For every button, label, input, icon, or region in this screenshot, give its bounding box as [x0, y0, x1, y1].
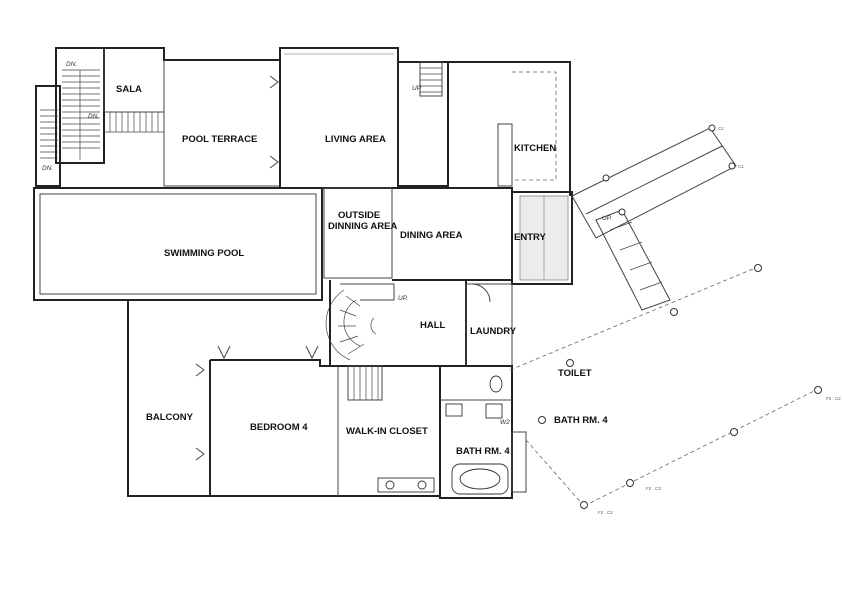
grid-lines: TOILET BATH RM. 4 F2 . C2 F2 . C3 F2 . C… — [509, 264, 841, 515]
label-outside-dining-1: OUTSIDE — [338, 210, 380, 221]
toilet-bath-zone: W2 BATH RM. 4 — [439, 365, 527, 499]
upper-house-walls: POOL TERRACE LIVING AREA — [104, 47, 449, 189]
label-dining-area: DINING AREA — [400, 230, 463, 241]
grid-tag-top-1: C1 — [718, 126, 724, 131]
grid-tag-bottom-2: F2 . C3 — [646, 486, 661, 491]
swimming-pool: SWIMMING POOL — [33, 187, 323, 301]
label-hall: HALL — [420, 320, 446, 331]
label-entry: ENTRY — [514, 232, 547, 243]
stair-note-up-hall: UP. — [398, 295, 408, 302]
grid-tag-top-2: C1 — [738, 164, 744, 169]
label-toilet: TOILET — [558, 368, 592, 379]
label-laundry: LAUNDRY — [470, 326, 517, 337]
stair-note-dn-bottom: DN. — [42, 165, 53, 172]
kitchen-room: KITCHEN — [448, 61, 571, 196]
label-balcony: BALCONY — [146, 412, 194, 423]
stair-note-up-kitchen: UP — [412, 85, 422, 92]
entry-room: ENTRY — [511, 191, 573, 285]
label-pool-terrace: POOL TERRACE — [182, 134, 257, 145]
fixture-tag-w2: W2 — [500, 419, 510, 426]
stair-note-dn-mid: DN. — [88, 113, 99, 120]
sala-room: SALA — [103, 47, 165, 133]
label-living-area: LIVING AREA — [325, 134, 386, 145]
exterior-stair: UP. C1 C1 — [571, 124, 744, 311]
dining-zone: OUTSIDE DINNING AREA DINING AREA — [323, 187, 513, 281]
bedroom-wing: BALCONY BEDROOM 4 WALK-IN CLOSET — [127, 300, 440, 497]
grid-tag-bottom-1: F2 . C2 — [826, 396, 841, 401]
kitchen-stair: UP — [412, 61, 443, 97]
label-walk-in-closet: WALK-IN CLOSET — [346, 426, 428, 437]
label-bath-rm-4-inner: BATH RM. 4 — [456, 446, 510, 457]
label-swimming-pool: SWIMMING POOL — [164, 248, 244, 259]
label-outside-dining-2: DINNING AREA — [328, 221, 397, 232]
label-bedroom-4: BEDROOM 4 — [250, 422, 308, 433]
label-kitchen: KITCHEN — [514, 143, 556, 154]
label-bath-rm-4-outer: BATH RM. 4 — [554, 415, 608, 426]
label-sala: SALA — [116, 84, 142, 95]
stair-note-up-entry: UP. — [602, 215, 612, 222]
grid-tag-bottom-3: F2 . C2 — [598, 510, 613, 515]
stair-note-dn-top: DN. — [66, 61, 77, 68]
laundry-room: LAUNDRY — [465, 283, 517, 367]
hall-zone: UP. HALL — [325, 280, 467, 367]
left-stair-block: DN. DN. DN. — [35, 47, 105, 187]
